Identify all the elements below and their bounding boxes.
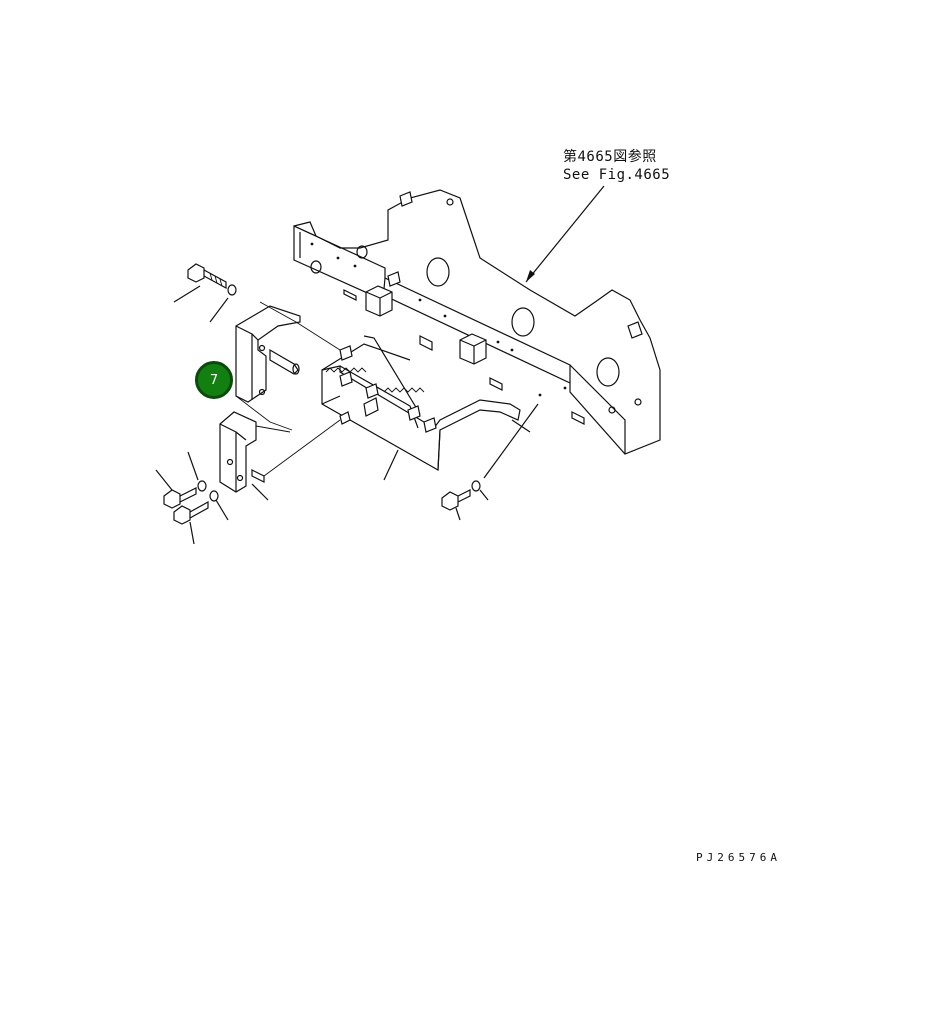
reference-note-en[interactable]: See Fig.4665 bbox=[563, 167, 671, 183]
lower-bracket bbox=[219, 411, 341, 493]
drawing-number: PJ26576A bbox=[696, 851, 781, 864]
part-callout-7[interactable]: 7 bbox=[195, 361, 233, 399]
upper-bracket bbox=[235, 301, 341, 431]
main-frame bbox=[293, 189, 661, 455]
reference-note-jp: 第4665図参照 bbox=[563, 149, 657, 165]
fasteners bbox=[155, 263, 539, 545]
reference-leader bbox=[525, 185, 605, 283]
callout-label: 7 bbox=[209, 372, 219, 388]
lower-guard bbox=[321, 335, 531, 472]
